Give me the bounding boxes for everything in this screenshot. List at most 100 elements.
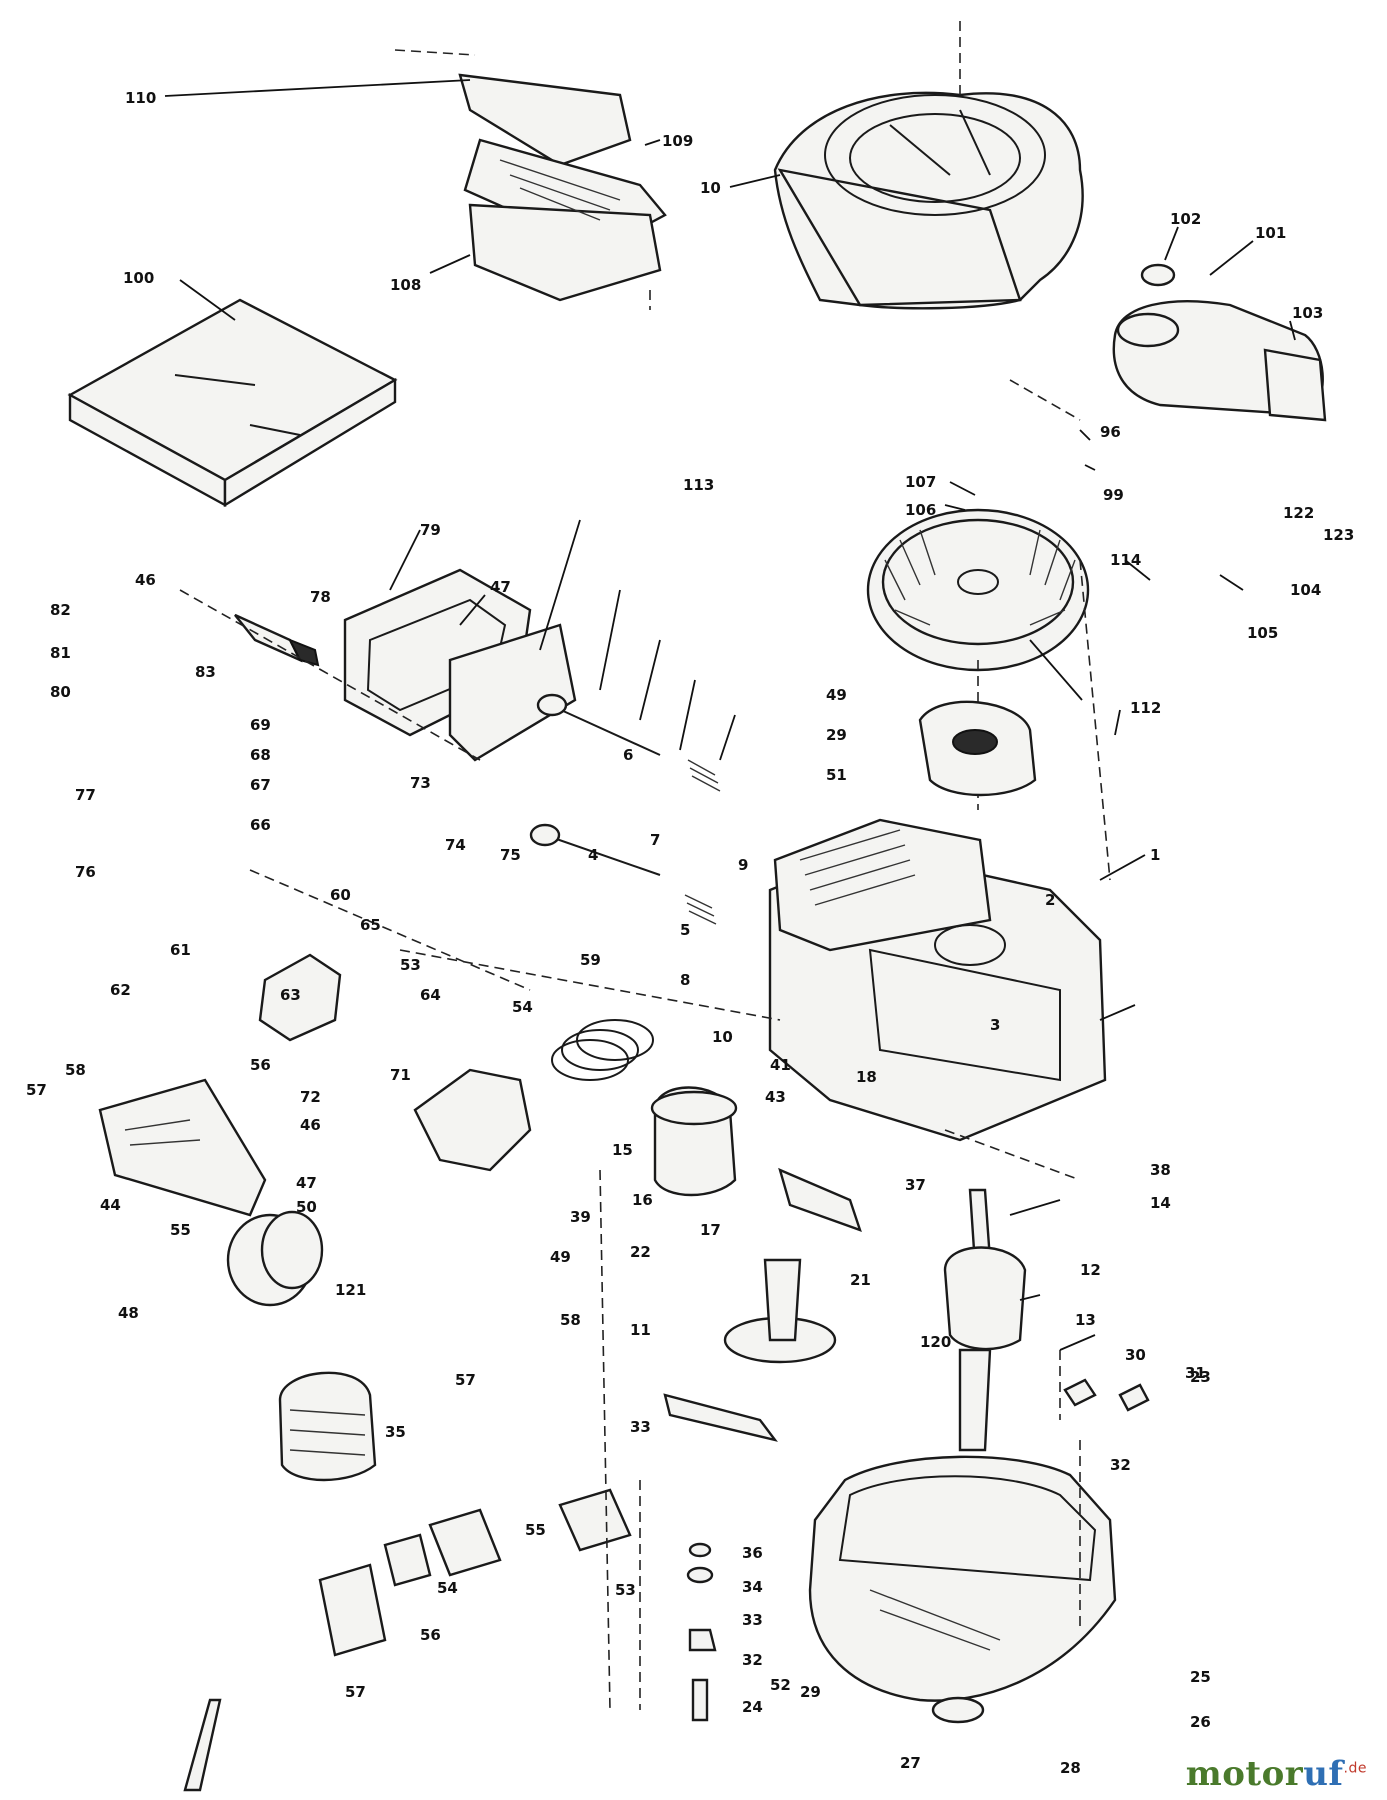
callout-label: 49 — [826, 686, 847, 704]
brand-part1: motor — [1185, 1754, 1304, 1794]
leader-lines — [164, 79, 1296, 1351]
callout-label: 69 — [250, 716, 271, 734]
callout-label: 29 — [800, 1683, 821, 1701]
callout-label: 55 — [525, 1521, 546, 1539]
connecting-rod — [663, 1167, 862, 1442]
callout-label: 6 — [623, 746, 633, 764]
motoruf-logo: motoruf.de — [1186, 1754, 1367, 1794]
callout-label: 44 — [100, 1196, 121, 1214]
callout-label: 82 — [50, 601, 71, 619]
callout-label: 106 — [905, 501, 936, 519]
callout-label: 29 — [826, 726, 847, 744]
callout-label: 18 — [856, 1068, 877, 1086]
callout-label: 22 — [630, 1243, 651, 1261]
callout-label: 68 — [250, 746, 271, 764]
callout-label: 109 — [662, 132, 693, 150]
callout-label: 38 — [1150, 1161, 1171, 1179]
callout-label: 25 — [1190, 1668, 1211, 1686]
callout-label: 9 — [738, 856, 748, 874]
callout-label: 1 — [1150, 846, 1160, 864]
callout-label: 72 — [300, 1088, 321, 1106]
callout-label: 114 — [1110, 551, 1141, 569]
callout-label: 79 — [420, 521, 441, 539]
callout-label: 47 — [296, 1174, 317, 1192]
callout-label: 12 — [1080, 1261, 1101, 1279]
callout-label: 75 — [500, 846, 521, 864]
callout-label: 46 — [135, 571, 156, 589]
callout-label: 53 — [400, 956, 421, 974]
callout-label: 7 — [650, 831, 660, 849]
callout-label: 108 — [390, 276, 421, 294]
callout-label: 73 — [410, 774, 431, 792]
callout-label: 60 — [330, 886, 351, 904]
callout-label: 54 — [437, 1579, 458, 1597]
callout-label: 64 — [420, 986, 441, 1004]
callout-label: 99 — [1103, 486, 1124, 504]
callout-label: 59 — [580, 951, 601, 969]
callout-label: 123 — [1323, 526, 1354, 544]
callout-label: 55 — [170, 1221, 191, 1239]
callout-label: 103 — [1292, 304, 1323, 322]
callout-label: 105 — [1247, 624, 1278, 642]
cam-gear — [723, 1258, 837, 1364]
callout-label: 120 — [920, 1333, 951, 1351]
callout-label: 4 — [588, 846, 598, 864]
callout-label: 3 — [990, 1016, 1000, 1034]
piston-and-rings — [551, 1019, 738, 1197]
flywheel — [866, 508, 1090, 810]
callout-label: 53 — [615, 1581, 636, 1599]
callout-label: 51 — [826, 766, 847, 784]
sump-base — [808, 1455, 1117, 1724]
brand-part2: uf — [1303, 1754, 1344, 1794]
callout-label: 43 — [765, 1088, 786, 1106]
callout-label: 122 — [1283, 504, 1314, 522]
blower-housing — [773, 20, 1084, 310]
callout-label: 34 — [742, 1578, 763, 1596]
filter-element-box — [67, 298, 398, 508]
callout-label: 11 — [630, 1321, 651, 1339]
callout-label: 57 — [345, 1683, 366, 1701]
callout-label: 57 — [26, 1081, 47, 1099]
callout-label: 10 — [700, 179, 721, 197]
callout-label: 52 — [770, 1676, 791, 1694]
fuel-tank — [98, 1078, 267, 1217]
cylinder-head — [343, 568, 577, 762]
callout-label: 80 — [50, 683, 71, 701]
callout-label: 121 — [335, 1281, 366, 1299]
callout-label: 71 — [390, 1066, 411, 1084]
callout-label: 54 — [512, 998, 533, 1016]
callout-label: 28 — [1060, 1759, 1081, 1777]
crankshaft — [943, 1188, 1027, 1452]
callout-label: 78 — [310, 588, 331, 606]
callout-label: 15 — [612, 1141, 633, 1159]
callout-label: 27 — [900, 1754, 921, 1772]
callout-label: 66 — [250, 816, 271, 834]
callout-label: 46 — [300, 1116, 321, 1134]
callout-label: 96 — [1100, 423, 1121, 441]
callout-label: 36 — [742, 1544, 763, 1562]
callout-label: 107 — [905, 473, 936, 491]
callout-label: 8 — [680, 971, 690, 989]
callout-label: 33 — [630, 1418, 651, 1436]
callout-label: 112 — [1130, 699, 1161, 717]
callout-label: 102 — [1170, 210, 1201, 228]
callout-label: 41 — [770, 1056, 791, 1074]
callout-label: 81 — [50, 644, 71, 662]
callout-label: 33 — [742, 1611, 763, 1629]
gaskets — [183, 1488, 632, 1792]
muffler — [1112, 263, 1327, 422]
callout-label: 24 — [742, 1698, 763, 1716]
callout-label: 61 — [170, 941, 191, 959]
callout-label: 49 — [550, 1248, 571, 1266]
callout-label: 30 — [1125, 1346, 1146, 1364]
callout-label: 48 — [118, 1304, 139, 1322]
callout-label: 23 — [1190, 1368, 1211, 1386]
callout-label: 74 — [445, 836, 466, 854]
callout-label: 100 — [123, 269, 154, 287]
callout-label: 32 — [1110, 1456, 1131, 1474]
callout-label: 35 — [385, 1423, 406, 1441]
callout-label: 2 — [1045, 891, 1055, 909]
callout-label: 57 — [455, 1371, 476, 1389]
callout-label: 67 — [250, 776, 271, 794]
callout-label: 37 — [905, 1176, 926, 1194]
